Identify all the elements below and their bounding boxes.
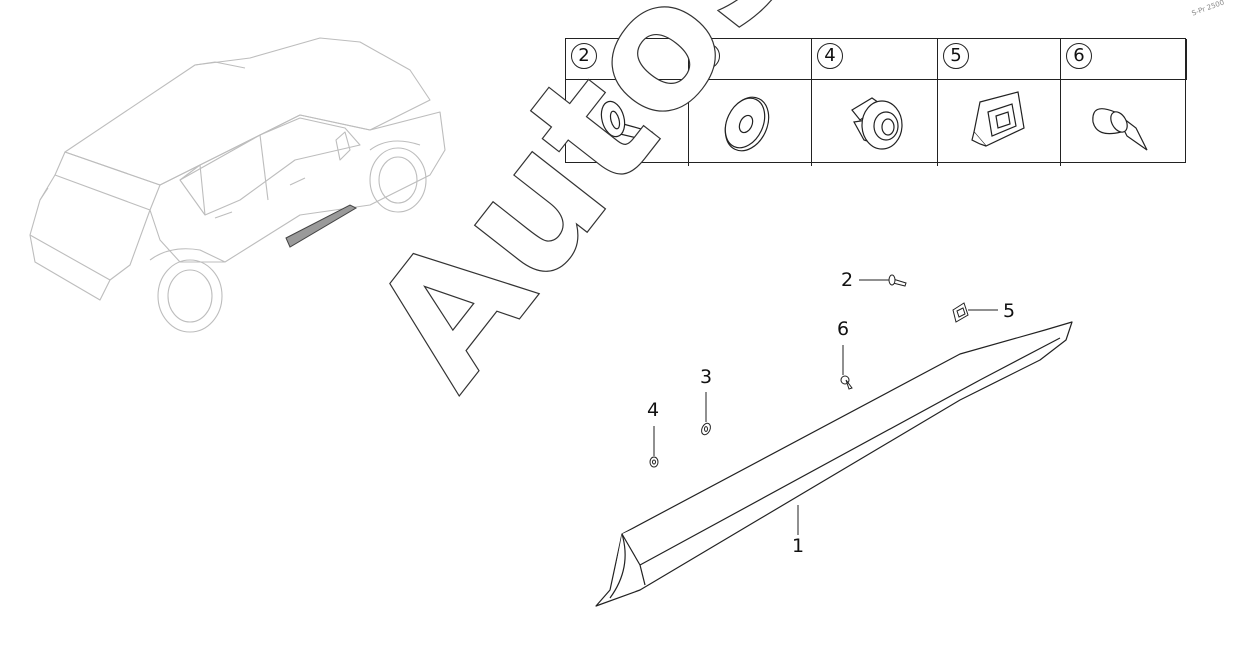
legend-number-2: 2 [571,43,597,69]
legend-header-5: 5 [938,39,1061,80]
callout-2: 2 [841,269,854,291]
legend-number-4: 4 [817,43,843,69]
legend-number-6: 6 [1066,43,1092,69]
car-front-wheel [369,147,427,213]
highlighted-side-sill [285,204,358,248]
legend-cell-rivet [1061,80,1187,166]
callout-4: 4 [647,399,660,421]
callout-6: 6 [837,318,850,340]
washer-icon [724,96,770,152]
part-rivet-6 [840,375,853,390]
vehicle-overview-illustration [29,37,446,333]
parts-legend-table: 2 3 4 5 6 [565,38,1187,166]
side-sill-molding [595,321,1073,607]
push-rivet-icon [1092,108,1148,151]
legend-number-3: 3 [694,43,720,69]
legend-header-2: 2 [566,39,689,80]
bolt-icon [600,100,657,143]
callout-3: 3 [700,366,713,388]
part-bolt-2 [888,274,907,287]
legend-cell-grommet [812,80,938,166]
legend-header-4: 4 [812,39,938,80]
legend-cell-washer [689,80,812,166]
part-clip-5 [952,302,969,323]
legend-header-3: 3 [689,39,812,80]
legend-cell-clip [938,80,1061,166]
part-washer-3 [701,422,711,436]
part-grommet-4 [649,456,659,468]
car-rear-wheel [157,259,223,333]
callout-1: 1 [792,535,805,557]
grommet-nut-icon [851,97,903,150]
legend-number-5: 5 [943,43,969,69]
legend-cell-bolt [566,80,689,166]
legend-header-6: 6 [1061,39,1187,80]
callout-5: 5 [1003,300,1016,322]
retaining-clip-icon [971,91,1025,147]
